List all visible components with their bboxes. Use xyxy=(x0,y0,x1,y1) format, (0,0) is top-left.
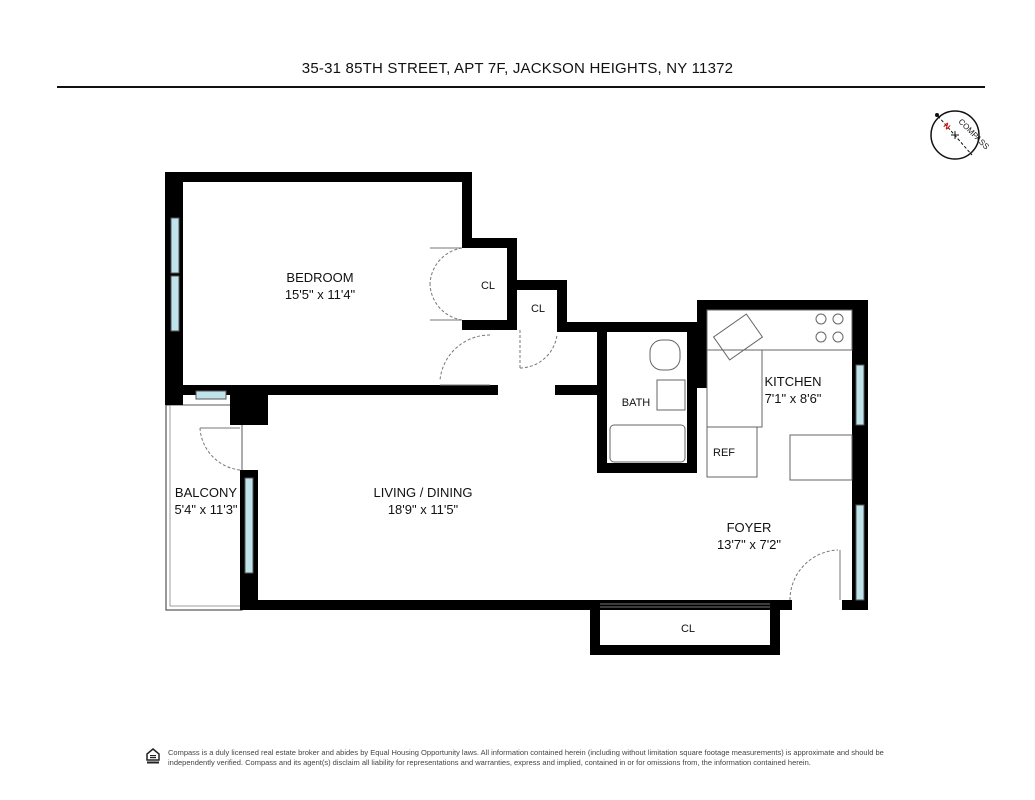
foyer-name: FOYER xyxy=(727,520,772,535)
windows xyxy=(170,217,865,601)
equal-housing-icon xyxy=(146,748,160,764)
kitchen-name: KITCHEN xyxy=(764,374,821,389)
compass-north: N xyxy=(942,121,953,132)
property-address: 35-31 85TH STREET, APT 7F, JACKSON HEIGH… xyxy=(301,60,734,77)
living-dims: 18'9" x 11'5" xyxy=(388,502,459,517)
bedroom-dims: 15'5" x 11'4" xyxy=(285,287,356,302)
room-labels: BEDROOM 15'5" x 11'4" LIVING / DINING 18… xyxy=(174,270,821,635)
closet-label: CL xyxy=(681,623,695,635)
doors xyxy=(199,247,841,608)
foyer-dims: 13'7" x 7'2" xyxy=(717,537,781,552)
kitchen-dims: 7'1" x 8'6" xyxy=(765,391,822,406)
bath-label: BATH xyxy=(622,397,651,409)
closet-label: CL xyxy=(481,280,495,292)
ref-label: REF xyxy=(713,447,735,459)
bedroom-name: BEDROOM xyxy=(286,270,353,285)
closet-label: CL xyxy=(531,303,545,315)
disclaimer: Compass is a duly licensed real estate b… xyxy=(168,748,884,767)
walls xyxy=(165,172,868,655)
living-name: LIVING / DINING xyxy=(374,485,473,500)
fixtures xyxy=(609,309,853,481)
balcony-name: BALCONY xyxy=(175,485,237,500)
balcony-dims: 5'4" x 11'3" xyxy=(174,502,237,517)
compass-label: COMPASS xyxy=(957,117,991,151)
title-divider xyxy=(57,86,985,88)
compass-icon: N COMPASS xyxy=(930,110,991,160)
